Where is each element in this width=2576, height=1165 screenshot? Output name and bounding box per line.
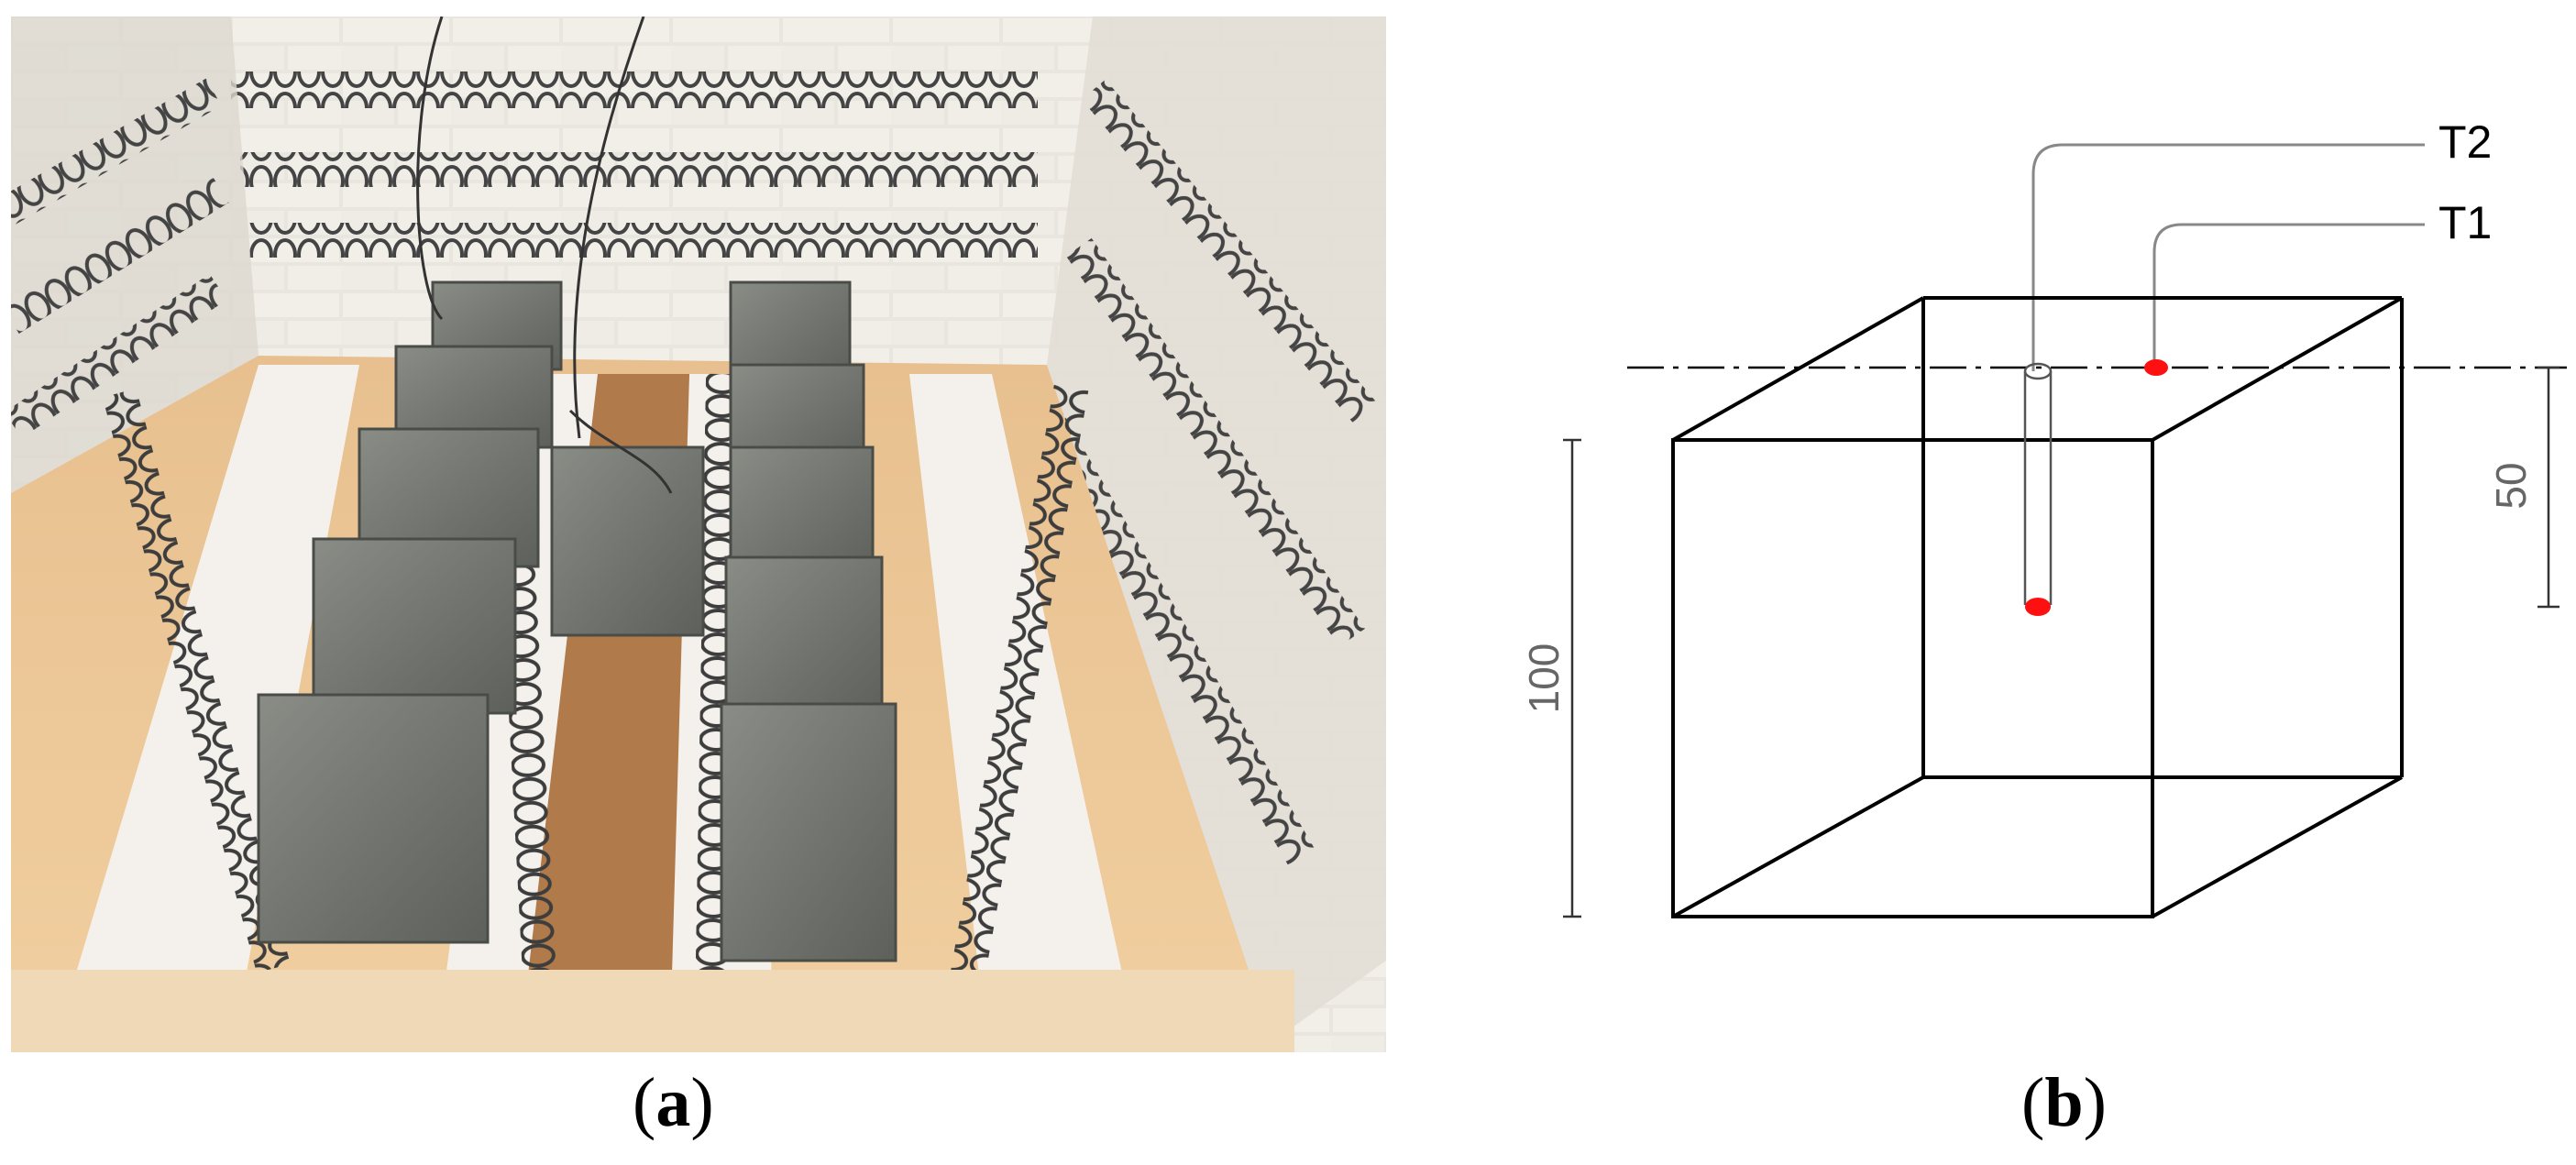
depth-dim-label: 50 bbox=[2487, 462, 2535, 509]
drill-hole bbox=[2023, 362, 2053, 605]
height-dim-label: 100 bbox=[1520, 643, 1568, 714]
t1-leader bbox=[2152, 223, 2425, 362]
t2-sensor-dot bbox=[2025, 598, 2051, 616]
cube-schematic: T2 T1 100 50 bbox=[1520, 116, 2567, 918]
t1-label: T1 bbox=[2438, 197, 2492, 248]
furnace-photo bbox=[11, 16, 1386, 1052]
t2-label: T2 bbox=[2438, 116, 2492, 168]
cube-outline bbox=[1671, 296, 2404, 918]
depth-dimension bbox=[2537, 366, 2559, 609]
t2-leader bbox=[2031, 143, 2425, 371]
height-dimension bbox=[1563, 438, 1581, 918]
t1-sensor-dot bbox=[2144, 359, 2168, 376]
caption-a: (a) bbox=[633, 1064, 714, 1141]
caption-b: (b) bbox=[2021, 1064, 2107, 1141]
